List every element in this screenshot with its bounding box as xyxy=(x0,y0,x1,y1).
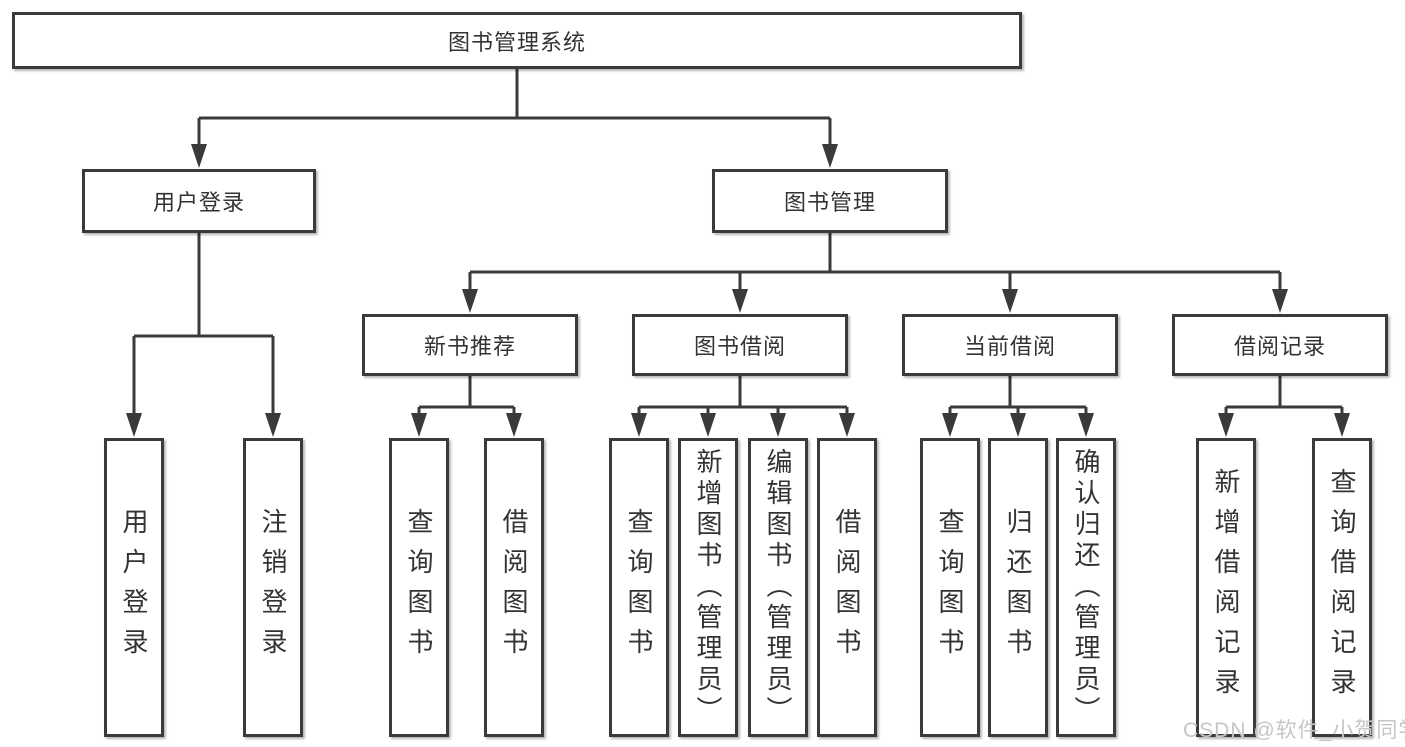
leaf-label: 借阅图书 xyxy=(499,507,529,668)
leaf-user-login: 用户登录 xyxy=(104,438,164,737)
node-library-system: 图书管理系统 xyxy=(12,12,1022,69)
leaf-nb-query-books: 查询图书 xyxy=(389,438,449,737)
arrow-icon xyxy=(631,413,647,437)
leaf-label: 查询图书 xyxy=(935,507,965,668)
node-book-borrow: 图书借阅 xyxy=(632,314,848,376)
arrow-icon xyxy=(732,289,748,313)
arrow-icon xyxy=(1078,413,1094,437)
arrow-icon xyxy=(411,413,427,437)
node-label: 用户登录 xyxy=(152,190,245,215)
leaf-label: 用户登录 xyxy=(119,507,149,668)
leaf-label: 新增借阅记录 xyxy=(1211,467,1241,708)
leaf-bb-borrow-books: 借阅图书 xyxy=(817,438,877,737)
arrow-icon xyxy=(1010,413,1026,437)
arrow-icon xyxy=(191,144,207,168)
leaf-cb-query-books: 查询图书 xyxy=(920,438,980,737)
watermark: CSDN @软件_小贺同学 xyxy=(1183,719,1405,742)
arrow-icon xyxy=(265,413,281,437)
connector-root-to-level2 xyxy=(197,68,832,146)
connector-currentborrow-to-leaves xyxy=(948,376,1088,415)
node-label: 新书推荐 xyxy=(423,334,516,359)
leaf-br-query-record: 查询借阅记录 xyxy=(1312,438,1372,737)
leaf-label: 查询借阅记录 xyxy=(1327,467,1357,708)
node-label: 借阅记录 xyxy=(1233,334,1326,359)
arrow-icon xyxy=(462,289,478,313)
leaf-logout: 注销登录 xyxy=(243,438,303,737)
leaf-br-add-record: 新增借阅记录 xyxy=(1196,438,1256,737)
arrow-icon xyxy=(822,144,838,168)
leaf-label: 归还图书 xyxy=(1003,507,1033,668)
connector-borrowrecords-to-leaves xyxy=(1224,376,1344,415)
connector-bookmgmt-to-level3 xyxy=(468,233,1282,291)
connector-newbooks-to-leaves xyxy=(417,376,516,415)
connector-bookborrow-to-leaves xyxy=(637,376,849,415)
node-borrow-records: 借阅记录 xyxy=(1172,314,1388,376)
arrow-icon xyxy=(1218,413,1234,437)
arrow-icon xyxy=(770,413,786,437)
arrowheads xyxy=(126,144,1350,437)
leaf-label: 查询图书 xyxy=(404,507,434,668)
leaf-label: 注销登录 xyxy=(258,507,288,668)
leaf-label: 查询图书 xyxy=(624,507,654,668)
arrow-icon xyxy=(942,413,958,437)
leaf-label: 新增图书（管理员） xyxy=(693,448,723,727)
leaf-label: 编辑图书（管理员） xyxy=(763,448,793,727)
node-book-management: 图书管理 xyxy=(712,169,948,233)
arrow-icon xyxy=(126,413,142,437)
arrow-icon xyxy=(1272,289,1288,313)
leaf-bb-add-books-admin: 新增图书（管理员） xyxy=(678,438,738,737)
node-new-book-recommend: 新书推荐 xyxy=(362,314,578,376)
arrow-icon xyxy=(839,413,855,437)
node-label: 图书管理系统 xyxy=(447,29,586,55)
node-current-borrow: 当前借阅 xyxy=(902,314,1118,376)
node-label: 当前借阅 xyxy=(963,334,1056,359)
arrow-icon xyxy=(1002,289,1018,313)
arrow-icon xyxy=(1334,413,1350,437)
connector-userlogin-to-leaves xyxy=(132,233,275,415)
arrow-icon xyxy=(506,413,522,437)
leaf-label: 借阅图书 xyxy=(832,507,862,668)
arrow-icon xyxy=(700,413,716,437)
leaf-nb-borrow-books: 借阅图书 xyxy=(484,438,544,737)
node-label: 图书管理 xyxy=(783,190,876,215)
leaf-cb-return-books: 归还图书 xyxy=(988,438,1048,737)
node-user-login: 用户登录 xyxy=(82,169,316,233)
node-label: 图书借阅 xyxy=(693,334,786,359)
leaf-label: 确认归还（管理员） xyxy=(1071,448,1101,727)
leaf-cb-confirm-return-admin: 确认归还（管理员） xyxy=(1056,438,1116,737)
leaf-bb-edit-books-admin: 编辑图书（管理员） xyxy=(748,438,808,737)
leaf-bb-query-books: 查询图书 xyxy=(609,438,669,737)
